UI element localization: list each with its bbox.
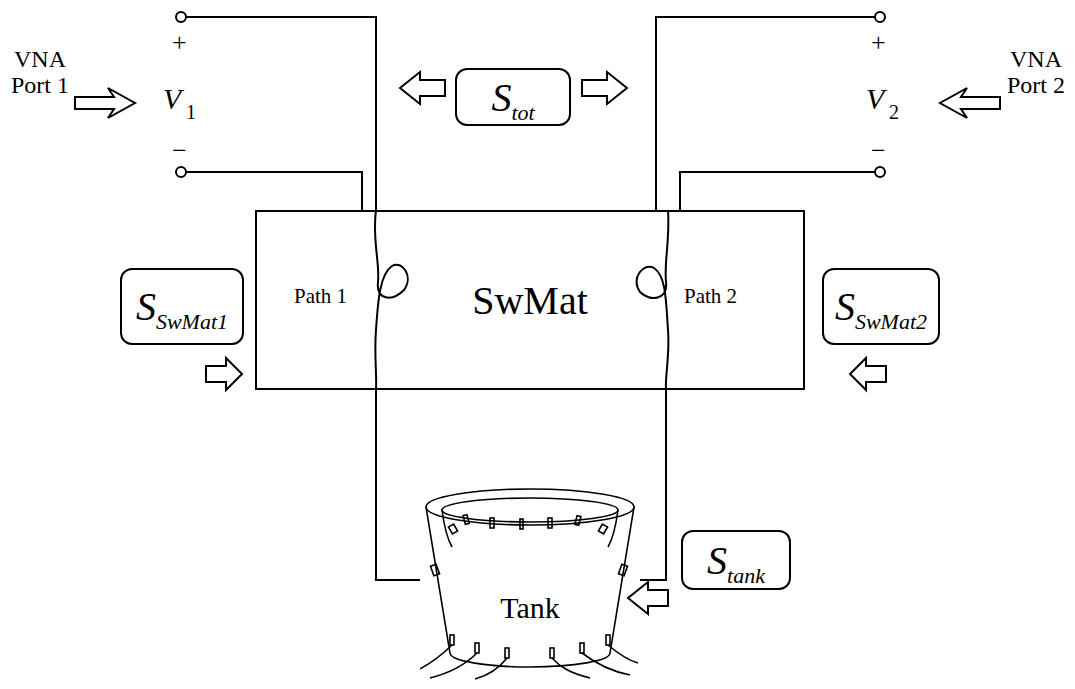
tank-outline [420, 485, 640, 680]
text-line: Tank [500, 591, 560, 625]
port-label: VNA Port 2 [1004, 46, 1068, 99]
text-line: SSwMat2 [835, 283, 927, 330]
voltage-symbol: V [866, 84, 884, 114]
block-arrow [400, 72, 445, 104]
polarity-sign: − [871, 138, 886, 164]
path-label: Path 1 [294, 286, 347, 307]
terminal [875, 12, 885, 22]
parameter-subscript: SwMat2 [855, 309, 927, 334]
port-arrow [75, 88, 135, 118]
wire [186, 17, 376, 210]
connection-wire [640, 390, 666, 580]
parameter-box: Stot [455, 68, 571, 126]
block-arrow [628, 582, 668, 614]
terminal [875, 167, 885, 177]
text-line: SwMat [472, 277, 588, 324]
terminal [176, 167, 186, 177]
node-title: SwMat [472, 278, 588, 323]
text-line: Stot [491, 74, 534, 121]
tank-figure: Tank [420, 485, 640, 680]
terminal [176, 12, 186, 22]
parameter-subscript: SwMat1 [156, 309, 228, 334]
parameter-box: Stank [681, 530, 791, 590]
parameter-symbol: S [136, 284, 156, 329]
parameter-subscript: tot [511, 100, 534, 125]
wire [656, 17, 875, 210]
port-arrow [940, 88, 1000, 118]
parameter-box: SSwMat1 [120, 268, 244, 345]
parameter-symbol: S [707, 538, 727, 583]
polarity-sign: + [871, 30, 886, 56]
switch-path [637, 210, 669, 390]
voltage-symbol: V [163, 84, 181, 114]
wire [680, 172, 875, 210]
path-label: Path 2 [684, 286, 737, 307]
node-title: Tank [500, 591, 560, 624]
connection-wire [376, 390, 420, 580]
port-label: VNA Port 1 [8, 46, 72, 99]
block-arrow [206, 358, 242, 390]
text-line: Stank [707, 537, 765, 584]
polarity-sign: − [172, 138, 187, 164]
parameter-symbol: S [491, 75, 511, 120]
parameter-box: SSwMat2 [822, 268, 940, 345]
parameter-subscript: tank [727, 563, 765, 588]
block-arrow [582, 72, 627, 104]
text-line: SSwMat1 [136, 283, 228, 330]
block-arrow [850, 358, 886, 390]
voltage-subscript: 1 [186, 102, 196, 122]
wire [186, 172, 362, 210]
voltage-subscript: 2 [889, 102, 899, 122]
parameter-symbol: S [835, 284, 855, 329]
switch-path [375, 210, 408, 390]
polarity-sign: + [172, 30, 187, 56]
